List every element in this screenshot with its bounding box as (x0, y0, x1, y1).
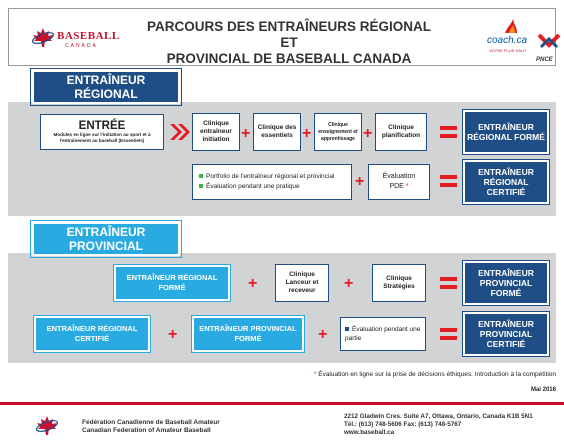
result-label: ENTRAÎNEUR PROVINCIAL FORMÉ (478, 268, 534, 298)
game-eval-box: Évaluation pendant une partie (340, 317, 426, 351)
plus-icon: + (363, 125, 373, 142)
provincial-heading: ENTRAÎNEUR PROVINCIAL (30, 220, 182, 258)
plus-icon: + (241, 125, 251, 142)
clinic-label: Clinique entraîneur initiation (200, 120, 232, 143)
coach-logo-sub: VOTRE PLUS HAUT (489, 48, 527, 53)
org-names: Fédération Canadienne de Baseball Amateu… (82, 419, 220, 435)
plus-icon: + (318, 326, 328, 343)
clinic-box-initiation: Clinique entraîneur initiation (192, 113, 240, 151)
box-label: ENTRAÎNEUR PROVINCIAL FORMÉ (199, 324, 297, 343)
pde-line2-wrap: PDE * (389, 182, 408, 192)
maple-leaf-icon (31, 28, 55, 47)
title-line-2: PROVINCIAL DE BASEBALL CANADA (166, 51, 412, 66)
equals-icon (440, 175, 457, 188)
result-label: ENTRAÎNEUR RÉGIONAL CERTIFIÉ (478, 167, 534, 197)
prov-row2-start: ENTRAÎNEUR RÉGIONAL CERTIFIÉ (33, 315, 151, 353)
blue-bullet-icon (345, 327, 349, 332)
header: BASEBALL CANADA PARCOURS DES ENTRAÎNEURS… (8, 8, 561, 67)
equals-icon (440, 277, 457, 290)
equals-icon (440, 328, 457, 341)
result-provincial-trained: ENTRAÎNEUR PROVINCIAL FORMÉ (462, 260, 550, 306)
portfolio-item: Portfolio de l'entraîneur régional et pr… (199, 172, 334, 182)
footer: Fédération Canadienne de Baseball Amateu… (0, 402, 564, 445)
logo-subtext: CANADA (65, 43, 98, 49)
entry-box: ENTRÉE Modules en ligne sur l'initiation… (40, 114, 164, 150)
box-label: ENTRAÎNEUR RÉGIONAL CERTIFIÉ (46, 324, 138, 343)
regional-heading-line1: ENTRAÎNEUR (66, 73, 146, 87)
footnote-text: Évaluation en ligne sur la prise de déci… (318, 371, 556, 378)
clinic-box-teaching: Clinique enseignement et apprentissage (314, 113, 362, 151)
pde-line2: PDE (389, 183, 404, 190)
clinic-box-strategies: Clinique Stratégies (372, 264, 426, 302)
logo-text: BASEBALL (57, 30, 120, 42)
entry-description: Modules en ligne sur l'initiation au spo… (53, 132, 151, 143)
game-eval-item: Évaluation pendant une partie (345, 325, 425, 343)
address: 2212 Gladwin Cres. Suite A7, Ottawa, Ont… (344, 413, 533, 420)
footnote: * Évaluation en ligne sur la prise de dé… (140, 371, 556, 378)
org-name-en: Canadian Federation of Amateur Baseball (82, 427, 211, 434)
result-label: ENTRAÎNEUR PROVINCIAL CERTIFIÉ (478, 319, 534, 349)
pde-footnote-star: * (405, 183, 409, 190)
regional-heading: ENTRAÎNEUR RÉGIONAL (30, 68, 182, 106)
result-regional-certified: ENTRAÎNEUR RÉGIONAL CERTIFIÉ (462, 159, 550, 205)
green-bullet-icon (199, 174, 203, 179)
plus-icon: + (248, 275, 258, 292)
page-title: PARCOURS DES ENTRAÎNEURS RÉGIONAL ET PRO… (139, 19, 439, 67)
double-chevron-right-icon (170, 124, 190, 140)
footnote-star: * (313, 371, 317, 378)
phone-fax: Tél.: (613) 748-5606 Fax: (613) 748-5767 (344, 421, 462, 428)
clinic-label: Clinique Stratégies (383, 275, 415, 290)
provincial-heading-line2: PROVINCIAL (68, 239, 143, 253)
portfolio-item-label: Évaluation pendant une pratique (206, 183, 300, 190)
plus-icon: + (355, 173, 365, 190)
plus-icon: + (168, 326, 178, 343)
pde-line1: Évaluation (382, 173, 416, 180)
clinic-box-planning: Clinique planification (375, 113, 427, 151)
coach-logo: coach.ca (487, 35, 528, 46)
game-eval-label: Évaluation pendant une partie (345, 326, 421, 342)
clinic-label: Clinique planification (381, 124, 421, 139)
prov-row1-start: ENTRAÎNEUR RÉGIONAL FORMÉ (113, 264, 231, 302)
portfolio-box: Portfolio de l'entraîneur régional et pr… (192, 164, 352, 200)
result-label: ENTRAÎNEUR RÉGIONAL FORMÉ (467, 122, 545, 142)
entry-title: ENTRÉE (78, 120, 126, 132)
result-regional-trained: ENTRAÎNEUR RÉGIONAL FORMÉ (462, 109, 550, 155)
clinic-label: Clinique Lanceur et receveur (285, 271, 319, 294)
result-provincial-certified: ENTRAÎNEUR PROVINCIAL CERTIFIÉ (462, 311, 550, 357)
clinic-box-essentials: Clinique des essentiels (253, 113, 301, 151)
box-label: ENTRAÎNEUR RÉGIONAL FORMÉ (126, 273, 218, 292)
clinic-label: Clinique enseignement et apprentissage (318, 121, 358, 142)
portfolio-item: Évaluation pendant une pratique (199, 182, 300, 192)
contact-info: 2212 Gladwin Cres. Suite A7, Ottawa, Ont… (344, 413, 533, 437)
date-label: Mai 2016 (530, 387, 556, 393)
pde-eval-box: Évaluation PDE * (368, 164, 430, 200)
provincial-heading-line1: ENTRAÎNEUR (66, 225, 146, 239)
org-name-fr: Fédération Canadienne de Baseball Amateu… (82, 419, 220, 426)
regional-heading-line2: RÉGIONAL (74, 87, 138, 101)
maple-leaf-icon (35, 416, 59, 435)
prov-row2-mid: ENTRAÎNEUR PROVINCIAL FORMÉ (191, 315, 305, 353)
plus-icon: + (302, 125, 312, 142)
website-link[interactable]: www.baseball.ca (344, 429, 395, 436)
green-bullet-icon (199, 184, 203, 189)
pnce-logo: PNCE (536, 57, 553, 63)
portfolio-item-label: Portfolio de l'entraîneur régional et pr… (206, 173, 335, 180)
clinic-label: Clinique des essentiels (257, 124, 297, 139)
coach-flame-icon (505, 19, 517, 33)
equals-icon (440, 126, 457, 139)
clinic-box-pitcher-catcher: Clinique Lanceur et receveur (275, 264, 329, 302)
baseball-canada-logo: BASEBALL CANADA (31, 27, 121, 53)
pnce-logo-icon (537, 33, 561, 49)
title-line-1: PARCOURS DES ENTRAÎNEURS RÉGIONAL ET (146, 19, 432, 50)
plus-icon: + (344, 275, 354, 292)
